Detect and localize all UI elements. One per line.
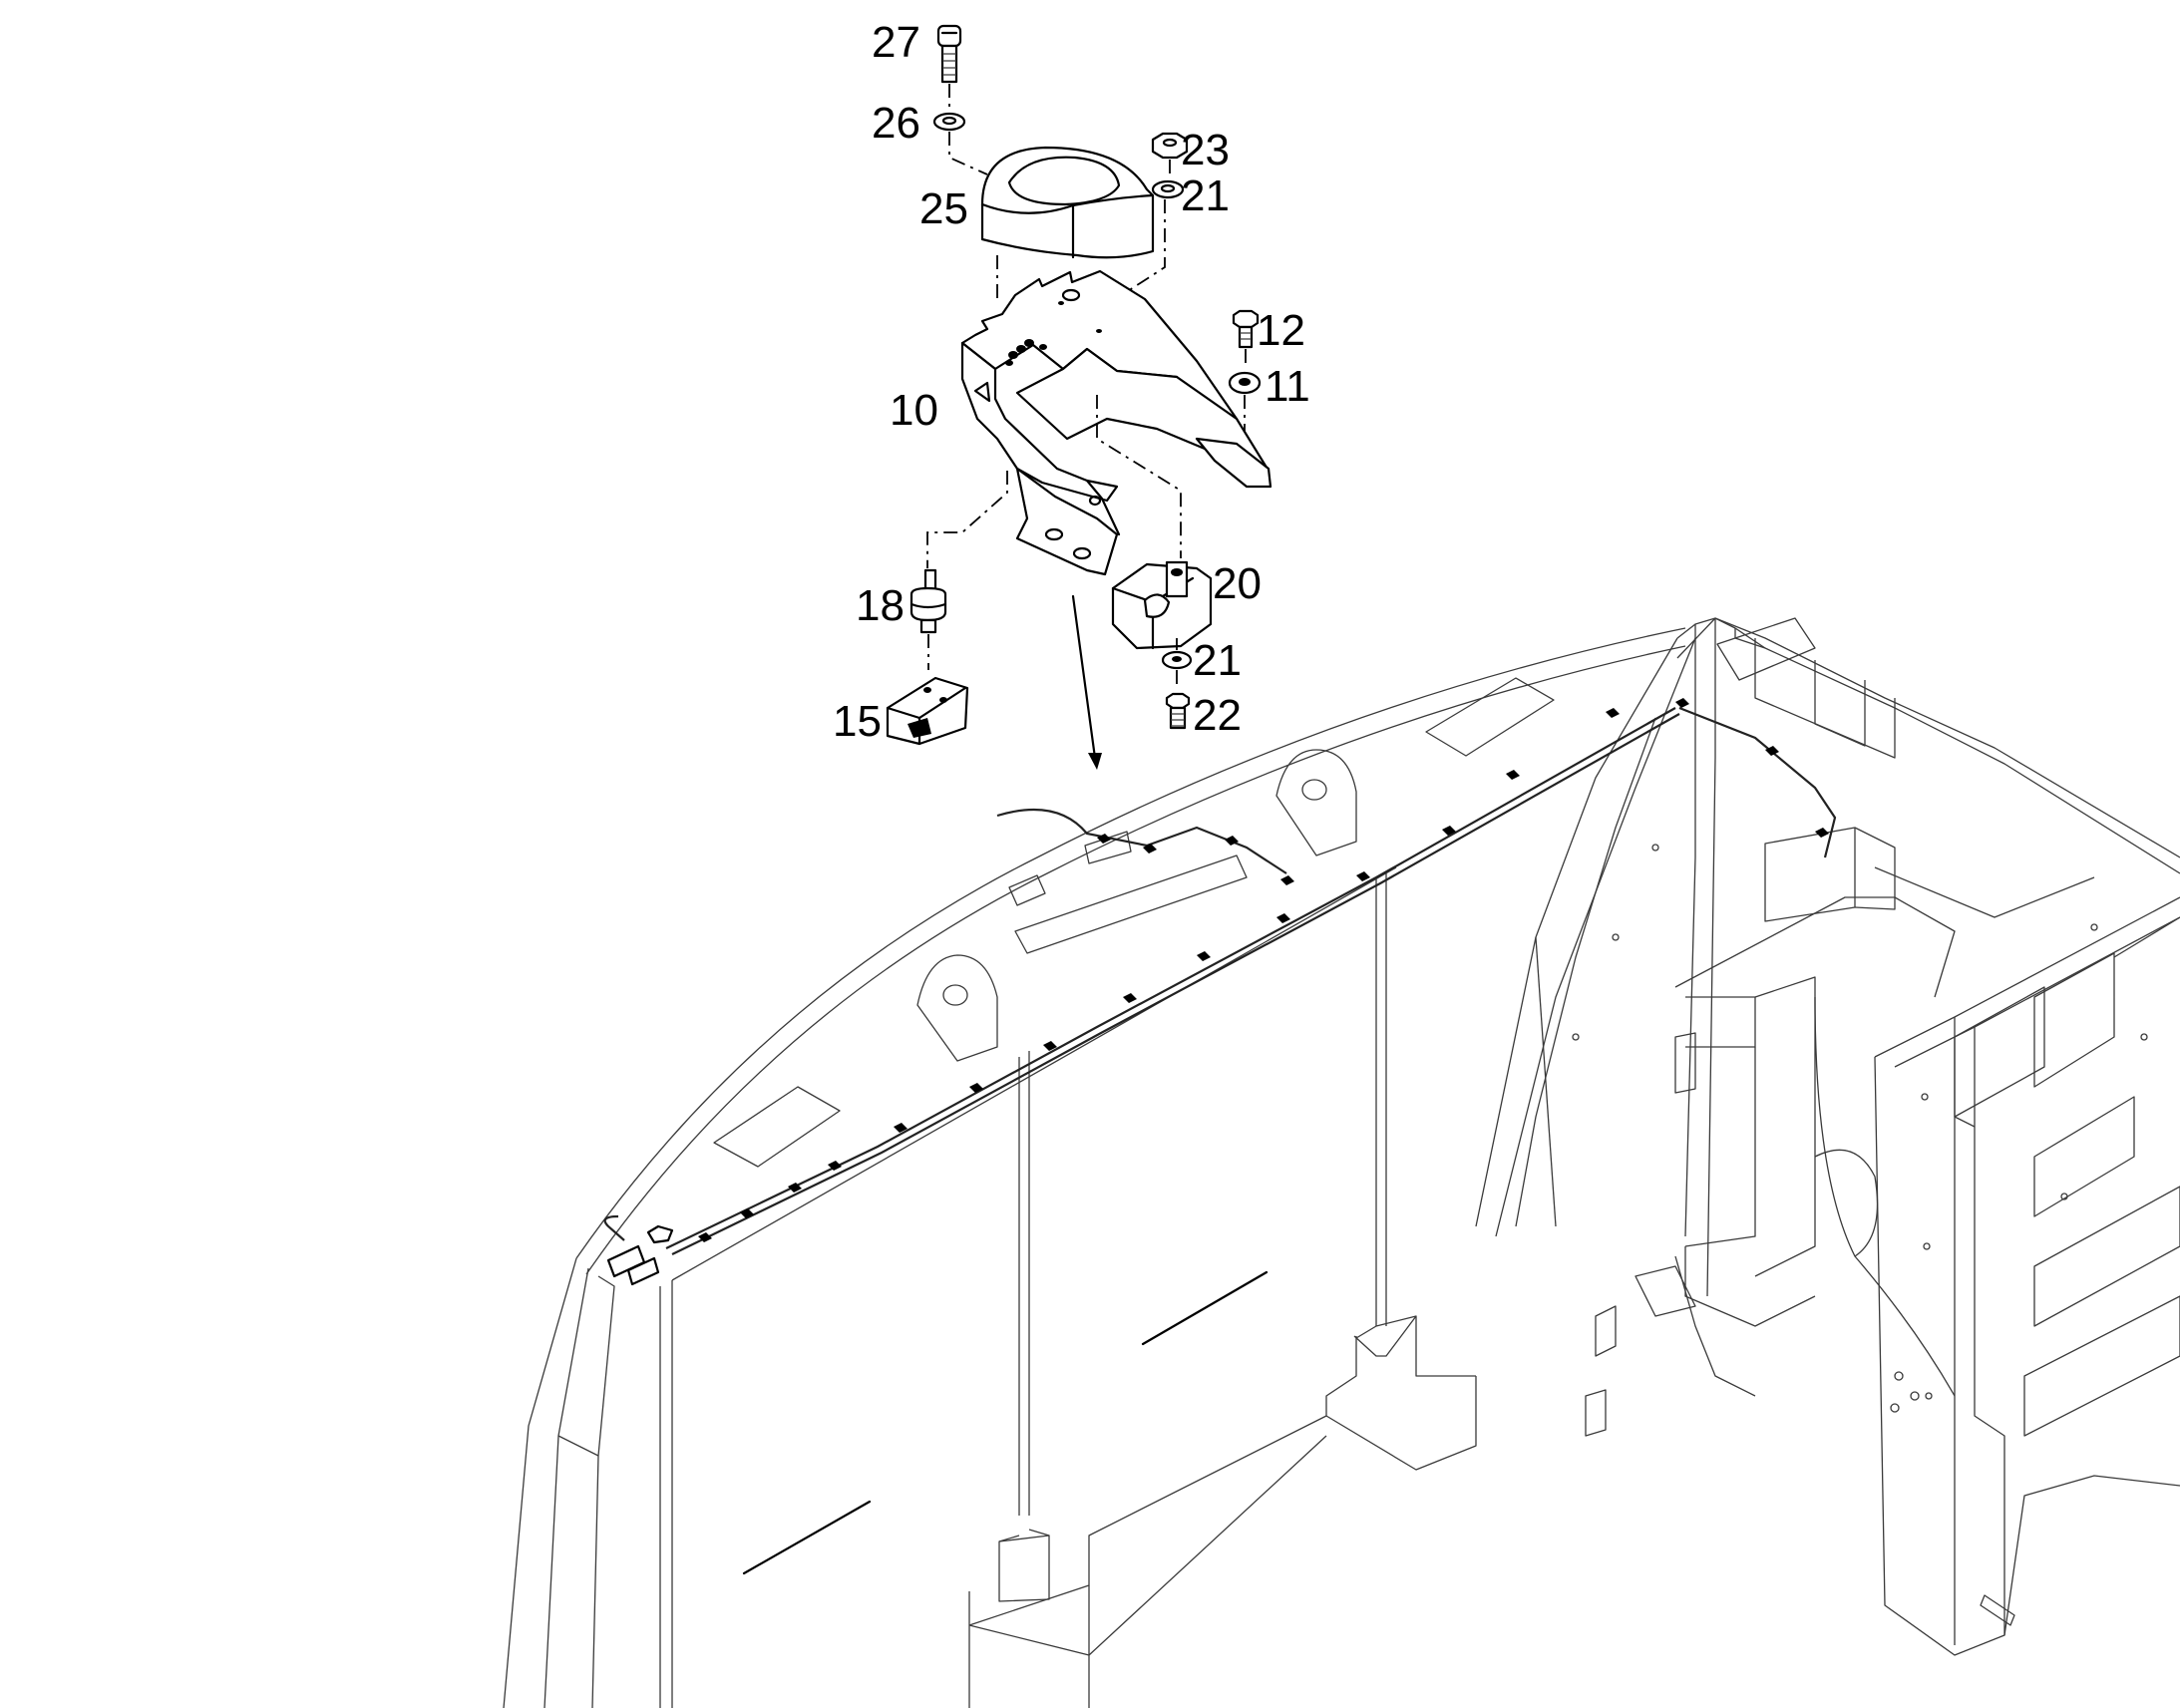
roof-outline	[575, 627, 1686, 1259]
exploded-assembly	[886, 24, 1272, 770]
callout-15: 15	[833, 697, 882, 746]
part-27-screw	[936, 24, 962, 112]
callout-10: 10	[890, 386, 938, 435]
part-22-bolt	[1165, 692, 1191, 730]
callout-20: 20	[1213, 559, 1262, 608]
placement-arrow	[1071, 594, 1102, 770]
callout-11: 11	[1265, 362, 1310, 411]
glass-reflection-2	[1141, 1270, 1269, 1346]
callout-22: 22	[1193, 691, 1242, 740]
part-12-bolt	[1232, 309, 1260, 367]
callout-23: 23	[1181, 126, 1230, 174]
callout-12: 12	[1257, 306, 1305, 355]
callout-25: 25	[919, 184, 968, 233]
part-21-washer-lower	[1161, 650, 1193, 688]
part-15-mount-block	[886, 676, 969, 746]
callout-21-upper: 21	[1181, 171, 1230, 220]
part-18-rubber-mount	[909, 568, 947, 670]
part-10-bracket	[926, 269, 1272, 576]
callout-27: 27	[872, 18, 920, 67]
cab-structure	[503, 617, 2180, 1708]
callout-21-lower: 21	[1193, 636, 1242, 685]
callout-labels: 27 26 23 21 25 12 11 10 20 18 21 15 22	[833, 18, 1310, 746]
frame-fasteners	[1572, 844, 2148, 1626]
part-23-nut	[1151, 132, 1189, 175]
lifting-eye-left	[916, 954, 998, 1062]
callout-18: 18	[856, 581, 905, 630]
callout-26: 26	[872, 99, 920, 148]
lifting-eye-right	[1275, 749, 1357, 856]
wiring-harness	[603, 698, 1837, 1286]
part-11-washer	[1228, 371, 1262, 449]
glass-reflection-1	[742, 1500, 872, 1575]
part-25-beacon-dome	[980, 146, 1155, 299]
part-26-washer	[932, 112, 988, 175]
part-20-shock-mount	[1111, 560, 1213, 650]
